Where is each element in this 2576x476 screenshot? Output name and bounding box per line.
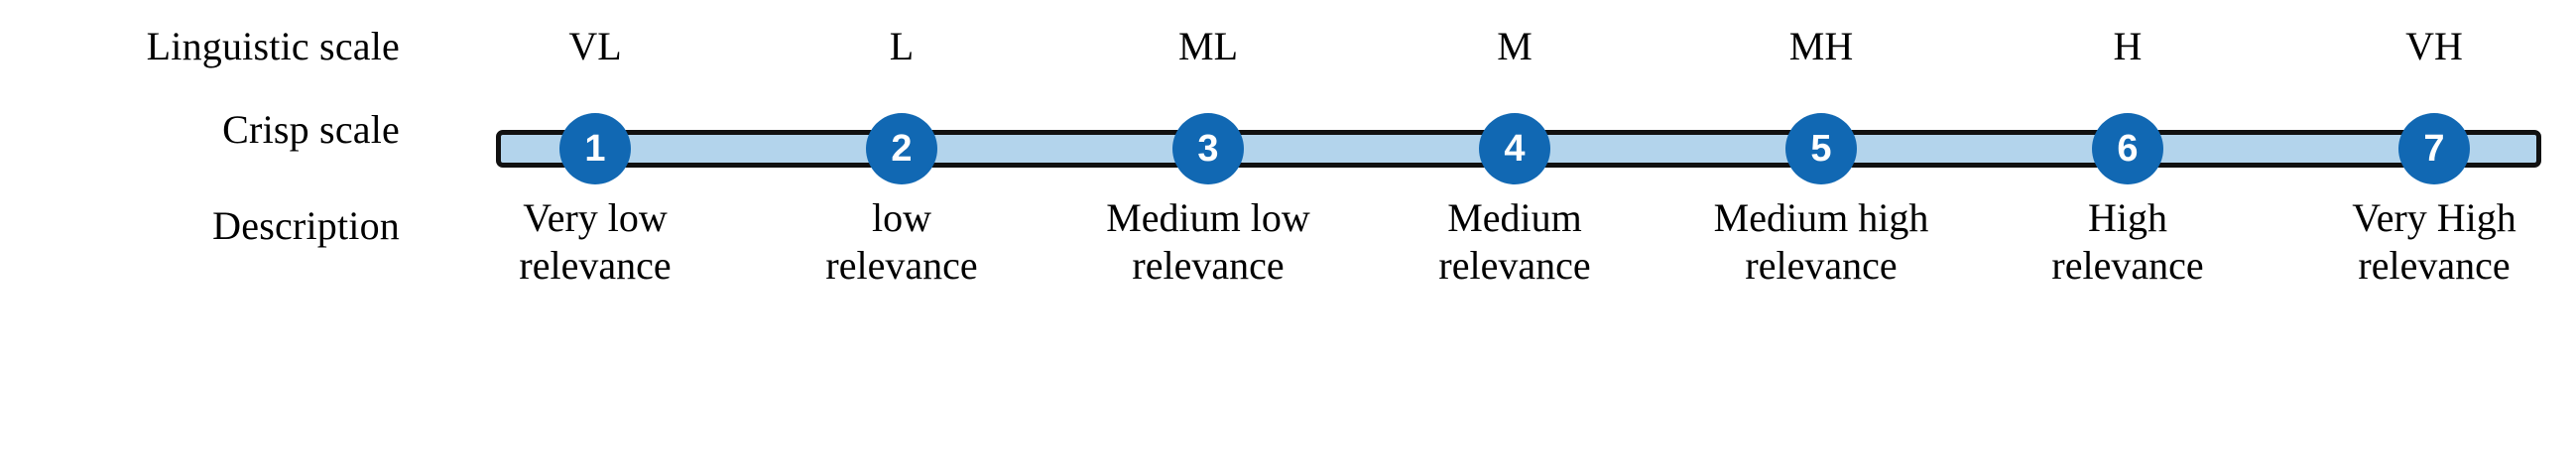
description-line2-1: relevance xyxy=(519,243,672,288)
linguistic-label-6: H xyxy=(2113,24,2143,68)
description-line2-5: relevance xyxy=(1745,243,1898,288)
scale-node-4[interactable]: 4 xyxy=(1479,113,1550,184)
description-line2-3: relevance xyxy=(1132,243,1285,288)
linguistic-label-4: M xyxy=(1497,24,1533,68)
linguistic-label-5: MH xyxy=(1788,24,1854,68)
scale-node-2[interactable]: 2 xyxy=(866,113,937,184)
linguistic-label-3: ML xyxy=(1178,24,1238,68)
row-label-description: Description xyxy=(212,203,400,248)
linguistic-label-7: VH xyxy=(2405,24,2463,68)
scale-node-3[interactable]: 3 xyxy=(1172,113,1244,184)
linguistic-label-1: VL xyxy=(568,24,622,68)
description-line2-2: relevance xyxy=(825,243,978,288)
scale-node-6[interactable]: 6 xyxy=(2092,113,2163,184)
scale-node-1[interactable]: 1 xyxy=(559,113,631,184)
description-line1-6: High xyxy=(2088,195,2167,240)
description-line2-6: relevance xyxy=(2051,243,2204,288)
scale-node-5[interactable]: 5 xyxy=(1785,113,1857,184)
description-line1-3: Medium low xyxy=(1106,195,1310,240)
row-label-crisp-scale: Crisp scale xyxy=(222,107,400,152)
description-line1-4: Medium xyxy=(1447,195,1582,240)
description-line1-1: Very low xyxy=(523,195,668,240)
row-label-linguistic-scale: Linguistic scale xyxy=(146,24,400,68)
description-line2-7: relevance xyxy=(2358,243,2511,288)
description-line1-5: Medium high xyxy=(1713,195,1929,240)
scale-node-7[interactable]: 7 xyxy=(2398,113,2470,184)
description-line1-7: Very High xyxy=(2352,195,2516,240)
description-line2-4: relevance xyxy=(1438,243,1591,288)
linguistic-labels-row: VL L ML M MH H VH xyxy=(0,22,2576,73)
linguistic-label-2: L xyxy=(889,24,915,68)
description-line1-2: low xyxy=(872,195,931,240)
